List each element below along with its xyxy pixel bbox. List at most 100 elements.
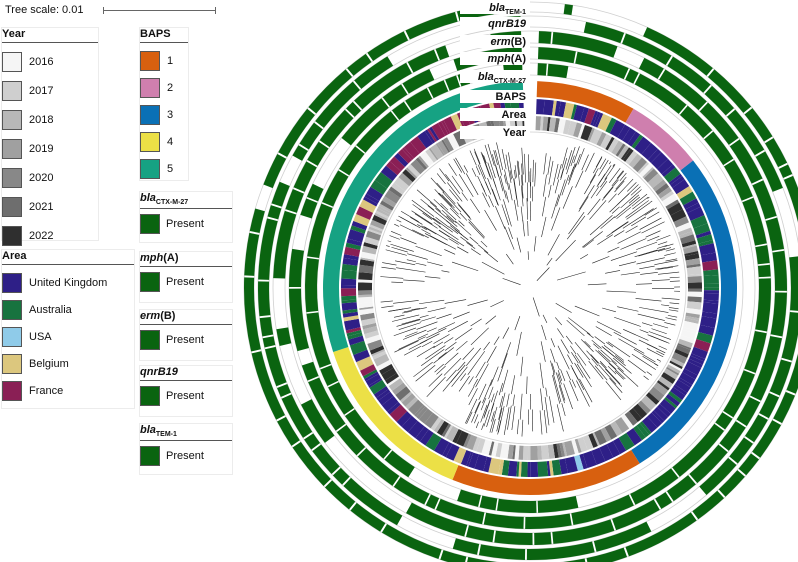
tree-branch	[647, 235, 660, 242]
area-ring-segment	[703, 275, 719, 285]
tree-branch	[543, 153, 547, 175]
year-label: 2022	[29, 229, 54, 242]
year-ring-segment	[546, 116, 551, 132]
tree-branch	[558, 384, 565, 404]
tree-branch	[555, 239, 576, 262]
tree-branch	[520, 356, 524, 377]
tree-branch	[539, 362, 544, 389]
tree-branch	[561, 403, 566, 417]
tree-branch	[521, 147, 524, 175]
tree-branch	[654, 363, 659, 367]
tree-branch	[458, 375, 470, 392]
year-ring-segment	[371, 349, 386, 357]
tree-branch	[455, 157, 466, 175]
tree-branch	[636, 283, 652, 285]
area-ring-segment	[702, 302, 719, 314]
area-ring-segment	[639, 421, 652, 435]
qnrb19-ring-segment	[259, 316, 274, 337]
tree-branch	[545, 387, 548, 397]
tree-branch	[483, 409, 490, 427]
mph-a-ring-segment	[575, 51, 629, 80]
area-ring-segment	[626, 428, 643, 446]
qnrb19-ring-segment	[704, 85, 735, 116]
tree-branch	[499, 395, 503, 408]
area-ring-segment	[677, 377, 693, 388]
tree-branch	[532, 297, 540, 317]
tree-branch	[508, 152, 513, 179]
year-ring-segment	[358, 296, 373, 304]
area-ring-segment	[438, 121, 449, 137]
year-ring-segment	[370, 219, 385, 230]
year-ring-segment	[639, 163, 653, 178]
year-ring-segment	[589, 128, 603, 145]
tree-branch	[609, 161, 612, 165]
year-ring-segment	[625, 150, 638, 165]
tree-branch	[443, 357, 462, 376]
mph-a-ring-segment	[755, 245, 770, 265]
year-swatch	[2, 167, 22, 188]
area-ring-segment	[359, 199, 377, 213]
year-ring-segment	[541, 445, 550, 460]
bla-ctx-m-27-ring-segment	[344, 409, 392, 459]
area-ring-segment	[507, 460, 518, 477]
area-ring-segment	[682, 368, 698, 380]
year-ring-segment	[381, 196, 397, 208]
year-ring-segment	[666, 366, 680, 376]
tree-branch	[665, 248, 675, 252]
area-ring-segment	[659, 398, 676, 414]
erm-b-ring-segment	[772, 250, 787, 291]
year-ring-segment	[512, 445, 516, 460]
tree-branch	[581, 154, 589, 171]
tree-branch	[511, 406, 516, 431]
tree-branch	[419, 299, 445, 305]
tree-branch	[468, 388, 478, 406]
tree-branch	[657, 266, 673, 270]
tree-branch	[582, 231, 603, 248]
tree-branch	[491, 418, 496, 433]
gene-legend-title: mph(A)	[140, 252, 232, 267]
area-ring-segment	[345, 327, 362, 334]
year-ring-segment	[600, 427, 612, 442]
tree-branch	[491, 188, 499, 206]
tree-branch	[566, 319, 585, 337]
tree-branch	[546, 257, 553, 266]
erm-b-ring-segment	[736, 396, 761, 427]
year-ring-segment	[363, 242, 378, 250]
tree-branch	[547, 156, 551, 175]
year-swatch	[2, 225, 22, 246]
gene-legend-title: erm(B)	[140, 310, 232, 325]
area-ring-segment	[341, 269, 357, 280]
year-ring-segment	[666, 364, 681, 374]
tree-branch	[643, 375, 649, 381]
area-ring-segment	[703, 299, 719, 304]
tree-branch	[620, 271, 640, 276]
tree-branch	[627, 359, 646, 374]
bla-ctx-m-27-ring-segment	[457, 489, 481, 507]
year-ring-segment	[360, 251, 376, 260]
year-ring-segment	[407, 164, 421, 178]
tree-branch	[453, 311, 470, 319]
tree-branch	[501, 148, 507, 170]
tree-branch	[416, 189, 437, 208]
tree-branch	[571, 367, 579, 380]
tree-branch	[652, 323, 669, 329]
tree-branch	[587, 283, 607, 286]
tree-branch	[539, 410, 543, 435]
tree-branch	[665, 317, 677, 321]
tree-branch	[631, 216, 646, 227]
year-ring-segment	[481, 439, 492, 455]
tree-branch	[503, 174, 507, 184]
tree-branch	[391, 314, 420, 322]
area-ring-segment	[599, 444, 614, 462]
erm-b-ring-segment	[729, 139, 763, 184]
area-ring-segment	[650, 152, 669, 170]
area-ring-segment	[474, 454, 488, 472]
tree-branch	[547, 234, 560, 256]
tree-branch	[541, 216, 547, 238]
year-ring-segment	[686, 308, 701, 315]
erm-b-ring-segment	[770, 292, 787, 337]
tree-branch	[427, 307, 446, 313]
tree-branch	[504, 226, 515, 250]
area-ring-segment	[341, 263, 358, 272]
